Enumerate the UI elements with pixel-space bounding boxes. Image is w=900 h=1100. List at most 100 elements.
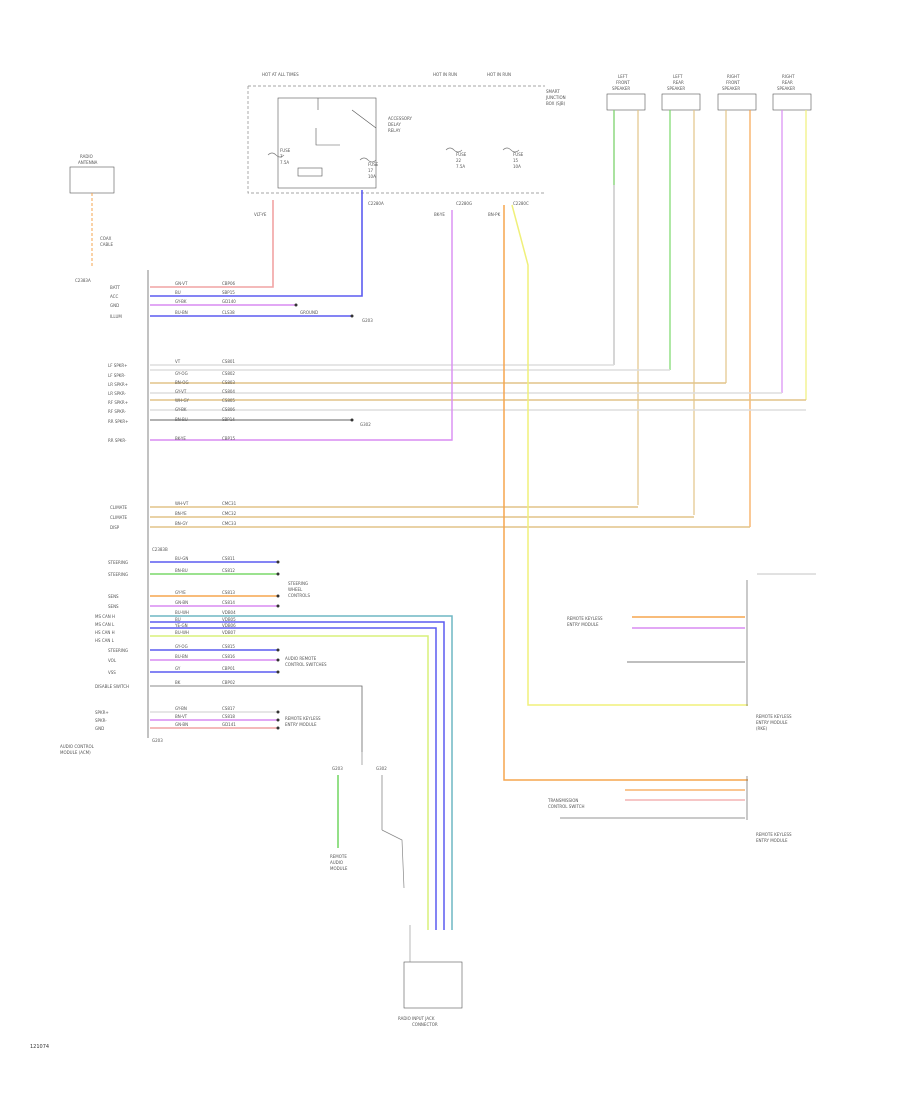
svg-text:VLT-YE: VLT-YE [254, 212, 267, 217]
svg-text:RF SPKR+: RF SPKR+ [108, 400, 128, 405]
svg-text:C2280G: C2280G [456, 201, 472, 206]
svg-text:BU-WH: BU-WH [175, 630, 189, 635]
svg-text:VDB06: VDB06 [222, 623, 236, 628]
svg-text:BN-BU: BN-BU [175, 568, 188, 573]
svg-text:CS815: CS815 [222, 644, 235, 649]
svg-text:GND: GND [110, 303, 119, 308]
svg-text:10A: 10A [368, 174, 376, 179]
svg-text:SENS: SENS [108, 594, 119, 599]
svg-text:BN-YE: BN-YE [175, 511, 187, 516]
svg-text:GROUND: GROUND [300, 310, 318, 315]
svg-text:LF SPKR+: LF SPKR+ [108, 363, 128, 368]
svg-text:AUDIO: AUDIO [330, 860, 343, 865]
svg-text:GY: GY [175, 666, 181, 671]
relay-label-1: ACCESSORY [388, 116, 413, 121]
svg-text:SBP14: SBP14 [222, 417, 235, 422]
svg-text:VSS: VSS [108, 670, 116, 675]
svg-text:7.5A: 7.5A [280, 160, 289, 165]
svg-text:LEFT: LEFT [618, 74, 628, 79]
svg-text:GY-BK: GY-BK [175, 407, 187, 412]
fuse-symbols [267, 147, 520, 163]
svg-text:RR SPKR+: RR SPKR+ [108, 419, 129, 424]
acm-bus-labels: STEERING STEERING SENS SENS MS CAN H MS … [95, 556, 327, 731]
svg-text:C2280C: C2280C [513, 201, 529, 206]
radio-input-jack: RADIO INPUT JACK CONNECTOR [398, 925, 463, 1027]
svg-text:WH-VT: WH-VT [175, 501, 189, 506]
svg-text:BATT: BATT [110, 285, 121, 290]
acm-bus-wires [150, 561, 453, 930]
svg-text:SPEAKER: SPEAKER [667, 86, 685, 91]
svg-text:ENTRY MODULE: ENTRY MODULE [756, 720, 788, 725]
svg-text:ENTRY MODULE: ENTRY MODULE [567, 622, 599, 627]
svg-text:CBP15: CBP15 [222, 436, 235, 441]
svg-text:SPEAKER: SPEAKER [777, 86, 795, 91]
acm-climate-labels: CLIMATE CLIMATE DISP WH-VT BN-YE BN-GY C… [110, 501, 237, 530]
svg-text:MODULE: MODULE [330, 866, 348, 871]
svg-text:C2383B: C2383B [152, 547, 168, 552]
acm-speaker-wires [150, 210, 806, 441]
svg-text:BU-GN: BU-GN [175, 556, 188, 561]
svg-text:VDB07: VDB07 [222, 630, 236, 635]
svg-text:CS812: CS812 [222, 568, 235, 573]
svg-text:REAR: REAR [673, 80, 684, 85]
svg-text:SPEAKER: SPEAKER [722, 86, 740, 91]
svg-text:SPKR+: SPKR+ [95, 710, 109, 715]
svg-text:GND: GND [95, 726, 104, 731]
svg-text:GN-BN: GN-BN [175, 600, 188, 605]
page-id: 121074 [30, 1044, 49, 1050]
svg-text:CONNECTOR: CONNECTOR [412, 1022, 438, 1027]
svg-text:GY-BN: GY-BN [175, 706, 187, 711]
svg-text:REMOTE KEYLESS: REMOTE KEYLESS [285, 716, 321, 721]
svg-text:MS CAN H: MS CAN H [95, 614, 115, 619]
svg-text:C2280A: C2280A [368, 201, 384, 206]
svg-text:CS817: CS817 [222, 706, 235, 711]
accessory-delay-relay [277, 97, 377, 189]
svg-text:SPKR-: SPKR- [95, 718, 107, 723]
svg-text:CS816: CS816 [222, 654, 235, 659]
svg-text:CONTROL SWITCH: CONTROL SWITCH [548, 804, 585, 809]
svg-text:7.5A: 7.5A [456, 164, 465, 169]
svg-text:CABLE: CABLE [100, 242, 114, 247]
svg-text:LF SPKR-: LF SPKR- [108, 373, 126, 378]
svg-text:COAX: COAX [100, 236, 112, 241]
svg-text:CLIMATE: CLIMATE [110, 515, 128, 520]
right-rear-speaker: RIGHT REAR SPEAKER [772, 74, 812, 111]
svg-text:FUSE: FUSE [368, 162, 379, 167]
svg-text:REMOTE: REMOTE [330, 854, 347, 859]
svg-text:GY-OG: GY-OG [175, 371, 188, 376]
svg-text:FRONT: FRONT [726, 80, 740, 85]
svg-text:STEERING: STEERING [108, 572, 128, 577]
svg-text:GY-OG: GY-OG [175, 644, 188, 649]
svg-text:CLS38: CLS38 [222, 310, 235, 315]
svg-text:BN-GY: BN-GY [175, 521, 188, 526]
acm-speaker-labels: LF SPKR+ LF SPKR- LR SPKR+ LR SPKR- RF S… [108, 359, 371, 443]
svg-text:FUSE: FUSE [513, 152, 524, 157]
svg-text:7: 7 [280, 154, 283, 159]
svg-text:DISABLE SWITCH: DISABLE SWITCH [95, 684, 129, 689]
sjb-label-2: JUNCTION [545, 95, 566, 100]
svg-text:VDB05: VDB05 [222, 617, 236, 622]
svg-text:GY-BK: GY-BK [175, 299, 187, 304]
svg-text:AUDIO CONTROL: AUDIO CONTROL [60, 744, 95, 749]
svg-text:CS802: CS802 [222, 371, 235, 376]
svg-text:MODULE (ACM): MODULE (ACM) [60, 750, 91, 755]
svg-text:G302: G302 [376, 766, 387, 771]
svg-text:RIGHT: RIGHT [727, 74, 740, 79]
svg-text:REMOTE KEYLESS: REMOTE KEYLESS [756, 714, 792, 719]
connector-dots [276, 303, 354, 730]
fuse-label-2: HOT IN RUN [433, 72, 457, 77]
svg-text:STEERING: STEERING [108, 560, 128, 565]
left-front-speaker: LEFT FRONT SPEAKER [606, 74, 646, 111]
audio-control-module: C2383A C2383B AUDIO CONTROL MODULE (ACM)… [60, 270, 168, 755]
svg-text:RADIO: RADIO [80, 154, 93, 159]
svg-text:BK: BK [175, 680, 181, 685]
svg-text:CS804: CS804 [222, 389, 235, 394]
svg-text:STEERING: STEERING [288, 581, 308, 586]
svg-text:GN-VT: GN-VT [175, 281, 188, 286]
svg-text:HS CAN H: HS CAN H [95, 630, 115, 635]
svg-text:CBP01: CBP01 [222, 666, 235, 671]
svg-text:GY-YE: GY-YE [175, 590, 186, 595]
right-module-feeds [503, 204, 748, 781]
relay-label-3: RELAY [388, 128, 401, 133]
